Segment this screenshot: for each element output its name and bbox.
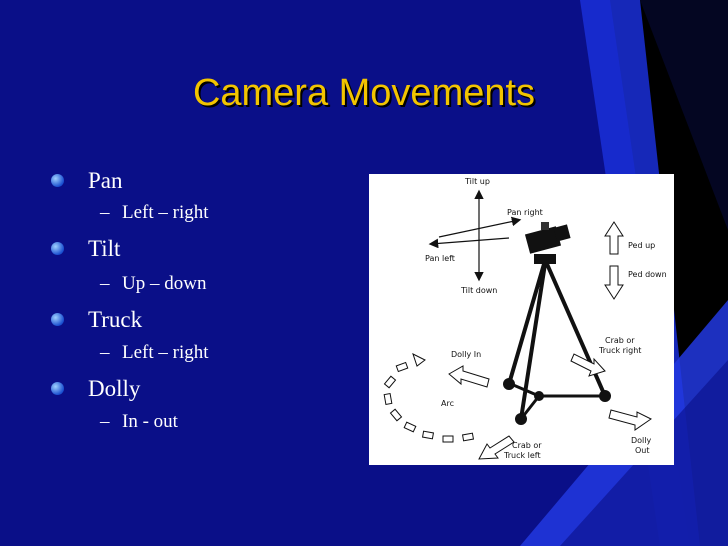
- label-pan-right: Pan right: [507, 208, 543, 217]
- bullet-marker-icon: [51, 174, 64, 187]
- arc-arrow-icon: [383, 353, 475, 443]
- label-tilt-down: Tilt down: [461, 286, 498, 295]
- bullet-marker-icon: [51, 242, 64, 255]
- camera-icon: [524, 222, 571, 264]
- dash-icon: –: [100, 202, 110, 223]
- bullet-dolly: Dolly: [51, 376, 140, 402]
- label-crab-left-1: Crab or: [512, 441, 542, 450]
- tripod-icon: [507, 262, 607, 421]
- sub-bullet-truck: –Left – right: [100, 342, 209, 363]
- camera-movement-diagram: Tilt up Pan right Pan left Tilt down Ped…: [369, 174, 674, 465]
- dash-icon: –: [100, 411, 110, 432]
- label-ped-up: Ped up: [628, 241, 656, 250]
- label-crab-right-2: Truck right: [599, 346, 642, 355]
- dash-icon: –: [100, 342, 110, 363]
- dash-icon: –: [100, 273, 110, 294]
- crab-right-arrow-icon: [570, 353, 606, 377]
- bullet-marker-icon: [51, 382, 64, 395]
- pan-left-arrow: [428, 237, 510, 249]
- bullet-pan: Pan: [51, 168, 123, 194]
- pan-right-arrow: [438, 216, 522, 238]
- label-arc: Arc: [441, 399, 454, 408]
- diagram-drawing: [383, 189, 652, 460]
- ped-arrow-icon: [604, 221, 624, 300]
- sub-bullet-pan: –Left – right: [100, 202, 209, 223]
- label-crab-left-2: Truck left: [504, 451, 541, 460]
- sub-bullet-dolly: –In - out: [100, 411, 178, 432]
- label-pan-left: Pan left: [425, 254, 455, 263]
- bullet-marker-icon: [51, 313, 64, 326]
- label-dolly-out-1: Dolly: [631, 436, 652, 445]
- label-tilt-up: Tilt up: [465, 177, 490, 186]
- label-crab-right-1: Crab or: [605, 336, 635, 345]
- label-dolly-out-2: Out: [635, 446, 650, 455]
- dolly-in-arrow-icon: [448, 365, 490, 388]
- sub-bullet-tilt: –Up – down: [100, 273, 207, 294]
- slide-title: Camera Movements: [192, 72, 536, 114]
- dolly-out-arrow-icon: [608, 409, 652, 431]
- crab-left-arrow-icon: [478, 435, 515, 460]
- bullet-tilt: Tilt: [51, 236, 120, 262]
- label-ped-down: Ped down: [628, 270, 667, 279]
- bullet-truck: Truck: [51, 307, 142, 333]
- label-dolly-in: Dolly In: [451, 350, 482, 359]
